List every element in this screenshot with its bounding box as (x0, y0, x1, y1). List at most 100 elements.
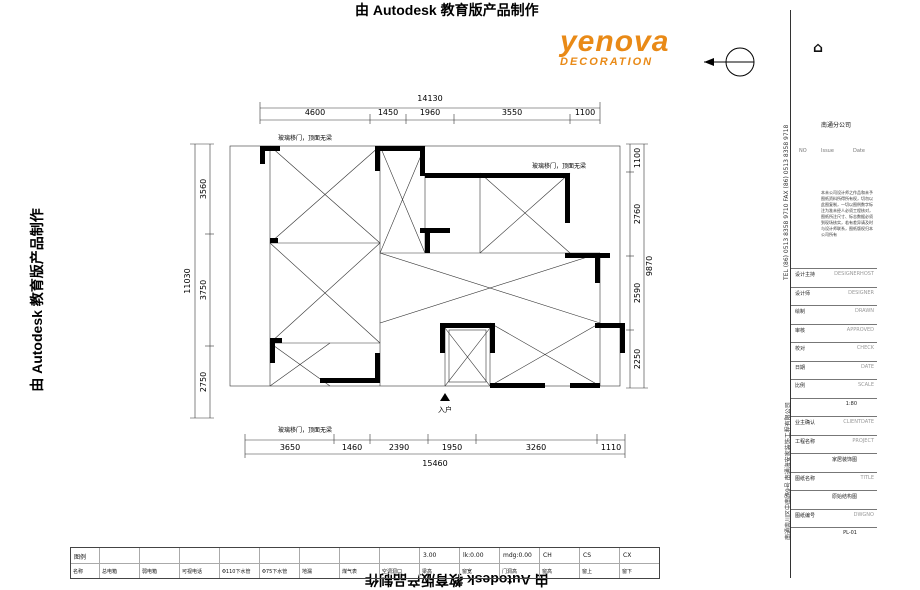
company-name: 南通分公司 (821, 122, 852, 129)
legend-item: 煤气表 (339, 548, 379, 578)
legend-item: 可视电话 (179, 548, 219, 578)
right-total-dim: 9870 (645, 256, 654, 276)
legend-item: CX 窗下 (619, 548, 659, 578)
legend-item: lk:0.00 窗宽 (459, 548, 499, 578)
legend-item-symbol: CH (543, 552, 552, 559)
title-block-row-value: PL-01 (843, 530, 857, 536)
watermark-left: 由 Autodesk 教育版产品制作 (28, 208, 45, 392)
legend-item: Φ110下水管 (219, 548, 259, 578)
title-block-row-value: SCALE (857, 382, 874, 388)
legend-item: 弱电箱 (139, 548, 179, 578)
title-block-row-value: DESIGNER (848, 289, 874, 296)
right-dim-1: 1100 (633, 148, 642, 168)
top-dim-3: 1960 (420, 108, 440, 117)
issue-label: Issue (821, 148, 834, 154)
title-block-row: 设计师 DESIGNER (791, 286, 877, 306)
legend-header: 图例 名称 (73, 554, 87, 575)
title-block-row: 图纸名称 TITLE (791, 471, 877, 491)
title-block-row-label: 图纸编号 (795, 512, 816, 519)
legend-item-symbol: mdg:0.00 (503, 552, 532, 559)
legend-item: CH 窗高 (539, 548, 579, 578)
legend-item-symbol: lk:0.00 (463, 552, 484, 559)
watermark-top: 由 Autodesk 教育版产品制作 (355, 2, 539, 18)
legend-item-name: 窗上 (582, 569, 593, 575)
north-arrow-icon (704, 47, 755, 77)
legend-item-symbol: 3.00 (423, 552, 437, 559)
legend-item: 总电箱 (99, 548, 139, 578)
legend-item-name: 窗宽 (462, 569, 473, 575)
left-total-dim: 11030 (183, 268, 192, 293)
floor-plan: 14130 4600 1450 1960 3550 1100 15460 365… (183, 94, 654, 468)
top-dim-5: 1100 (575, 108, 595, 117)
title-block-row-label: 绘制 (795, 309, 806, 315)
legend-item-symbol: CX (623, 552, 632, 559)
bottom-dim-5: 3260 (526, 443, 546, 452)
title-block-row-value: PROJECT (852, 437, 874, 444)
left-dim-1: 3560 (199, 179, 208, 199)
title-block-row: 图纸编号 DWGNO (791, 508, 877, 528)
title-block-row-value: CLIENTDATE (843, 419, 874, 425)
title-block: ⌂ 南通分公司 NO Issue Date 本未公司设计师之作品和未予图纸资料所… (783, 10, 877, 578)
legend-item-name: 窗下 (622, 569, 633, 575)
bottom-dim-2: 1460 (342, 443, 362, 452)
phone-fax: TEL (86) 0513 8358 9710 FAX (86) 0513 83… (783, 124, 790, 280)
title-block-logo-icon: ⌂ (813, 40, 824, 56)
legend-item-name: Φ75下水管 (262, 569, 288, 575)
logo-name: yenova (560, 25, 670, 58)
title-block-row-label: 工程名称 (795, 438, 816, 445)
title-block-row-value: DESIGNERHOST (834, 271, 874, 277)
left-dim-2: 3750 (199, 280, 208, 300)
title-block-row: 日期 DATE (791, 360, 877, 380)
legend-item-symbol: CS (583, 552, 591, 559)
legend-item: Φ75下水管 (259, 548, 299, 578)
title-block-row-value: DWGNO (853, 511, 874, 518)
top-total-dim: 14130 (417, 94, 442, 103)
title-block-row-label: 日期 (795, 364, 806, 371)
legend-item-name: 弱电箱 (142, 569, 158, 575)
title-block-row-value: 原始结构图 (831, 494, 857, 500)
right-dim-4: 2250 (633, 349, 642, 369)
title-block-row: 业主确认 CLIENTDATE (791, 416, 877, 435)
left-dim-3: 2750 (199, 372, 208, 392)
legend-item: mdg:0.00 门洞高 (499, 548, 539, 578)
legend-item-name: 空调洞口 (382, 569, 403, 575)
title-block-row-value: DATE (860, 363, 874, 370)
legend-item-name: 门洞高 (502, 569, 518, 575)
company-logo: yenova DECORATION (560, 25, 670, 69)
entrance-arrow-icon (440, 393, 450, 401)
logo-tagline: DECORATION (560, 56, 654, 68)
bottom-dim-6: 1110 (601, 443, 621, 452)
title-block-row-label: 设计师 (795, 290, 811, 297)
title-block-row: 绘制 DRAWN (791, 305, 877, 324)
title-block-row-value: TITLE (860, 474, 874, 481)
title-block-row-label: 校对 (795, 346, 806, 352)
legend-item: 3.00 梁高 (419, 548, 459, 578)
note-top: 玻璃移门，顶面无梁 (278, 134, 332, 142)
legend-item-name: 可视电话 (182, 569, 203, 575)
entrance-label: 入户 (438, 405, 452, 414)
title-block-row-value: 家居装饰图 (831, 457, 857, 463)
title-block-row-label: 审核 (795, 327, 806, 334)
disclaimer-note: 本未公司设计师之作品和未予图纸资料所得所有权，切勿以此图复制，一切以图例数字标注… (821, 190, 873, 237)
bottom-total-dim: 15460 (422, 459, 447, 468)
legend-item: CS 窗上 (579, 548, 619, 578)
title-block-row: PL-01 (791, 527, 877, 546)
right-dim-2: 2760 (633, 204, 642, 224)
legend-item-name: 煤气表 (342, 569, 358, 575)
title-block-row-value: DRAWN (855, 308, 874, 314)
legend-item-name: 窗高 (542, 569, 553, 575)
title-block-row-value: 1:80 (845, 400, 857, 407)
title-block-row-label: 设计主持 (795, 272, 816, 278)
legend-item-name: 总电箱 (102, 569, 118, 575)
title-block-row: 家居装饰图 (791, 453, 877, 472)
legend-item-name: 梁高 (422, 569, 433, 575)
top-dim-1: 4600 (305, 108, 325, 117)
date-label: Date (853, 148, 865, 154)
right-dim-3: 2590 (633, 283, 642, 303)
title-block-row-label: 业主确认 (795, 420, 816, 426)
title-block-row-label: 图纸名称 (795, 475, 816, 482)
bottom-dim-1: 3650 (280, 443, 300, 452)
